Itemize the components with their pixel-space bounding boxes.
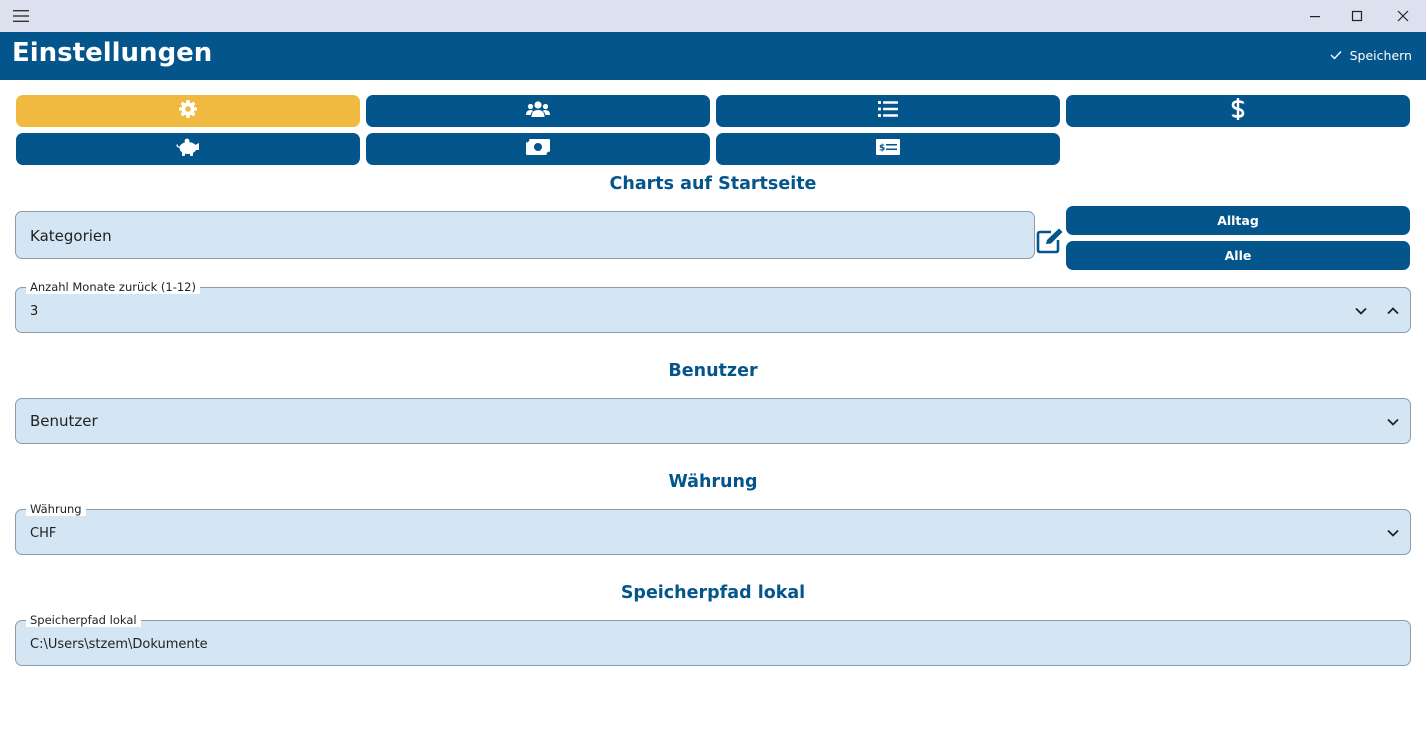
chevron-down-icon <box>1386 414 1400 428</box>
currency-value: CHF <box>30 526 57 541</box>
money-bill-icon <box>526 139 550 159</box>
storage-path-value: C:\Users\stzem\Dokumente <box>30 637 208 652</box>
tab-users[interactable] <box>366 95 710 127</box>
currency-label: Währung <box>26 502 86 516</box>
minimize-icon[interactable] <box>1292 0 1338 32</box>
tab-settings[interactable] <box>16 95 360 127</box>
storage-heading: Speicherpfad lokal <box>620 583 806 603</box>
users-icon <box>526 100 550 122</box>
window-titlebar <box>0 0 1426 32</box>
currency-heading: Währung <box>668 472 758 492</box>
storage-path-label: Speicherpfad lokal <box>26 613 141 627</box>
tab-categories[interactable] <box>716 95 1060 127</box>
months-back-value: 3 <box>30 304 39 319</box>
alltag-button[interactable]: Alltag <box>1066 206 1410 235</box>
category-select[interactable]: Kategorien <box>15 211 1035 259</box>
tab-payments[interactable]: $ <box>716 133 1060 165</box>
edit-icon[interactable] <box>1035 227 1065 255</box>
charts-heading: Charts auf Startseite <box>609 174 817 194</box>
storage-path-field[interactable]: Speicherpfad lokal C:\Users\stzem\Dokume… <box>15 613 1411 666</box>
chevron-down-icon[interactable] <box>1354 303 1368 317</box>
dollar-icon <box>1231 98 1245 124</box>
months-back-stepper[interactable]: Anzahl Monate zurück (1-12) 3 <box>15 280 1411 333</box>
category-select-value: Kategorien <box>30 227 112 245</box>
alle-button[interactable]: Alle <box>1066 241 1410 270</box>
list-icon <box>878 101 898 121</box>
months-back-label: Anzahl Monate zurück (1-12) <box>26 280 200 294</box>
tab-transactions[interactable] <box>366 133 710 165</box>
user-select-value: Benutzer <box>30 412 98 430</box>
user-select[interactable]: Benutzer <box>15 398 1411 444</box>
currency-select[interactable]: Währung CHF <box>15 502 1411 555</box>
close-icon[interactable] <box>1380 0 1426 32</box>
tab-savings[interactable] <box>16 133 360 165</box>
maximize-icon[interactable] <box>1334 0 1380 32</box>
svg-text:$: $ <box>879 144 885 154</box>
user-heading: Benutzer <box>668 361 758 381</box>
gear-icon <box>178 99 198 123</box>
tab-currency[interactable] <box>1066 95 1410 127</box>
hamburger-icon[interactable] <box>6 0 36 32</box>
chevron-down-icon <box>1386 525 1400 539</box>
page-title: Einstellungen <box>12 38 213 68</box>
checkmark-icon <box>1330 48 1342 63</box>
save-button-label: Speichern <box>1349 48 1412 63</box>
piggy-bank-icon <box>176 138 200 160</box>
money-check-icon: $ <box>876 139 900 159</box>
app-header: Einstellungen Speichern <box>0 32 1426 80</box>
save-button[interactable]: Speichern <box>1330 48 1412 63</box>
chevron-up-icon[interactable] <box>1386 303 1400 317</box>
